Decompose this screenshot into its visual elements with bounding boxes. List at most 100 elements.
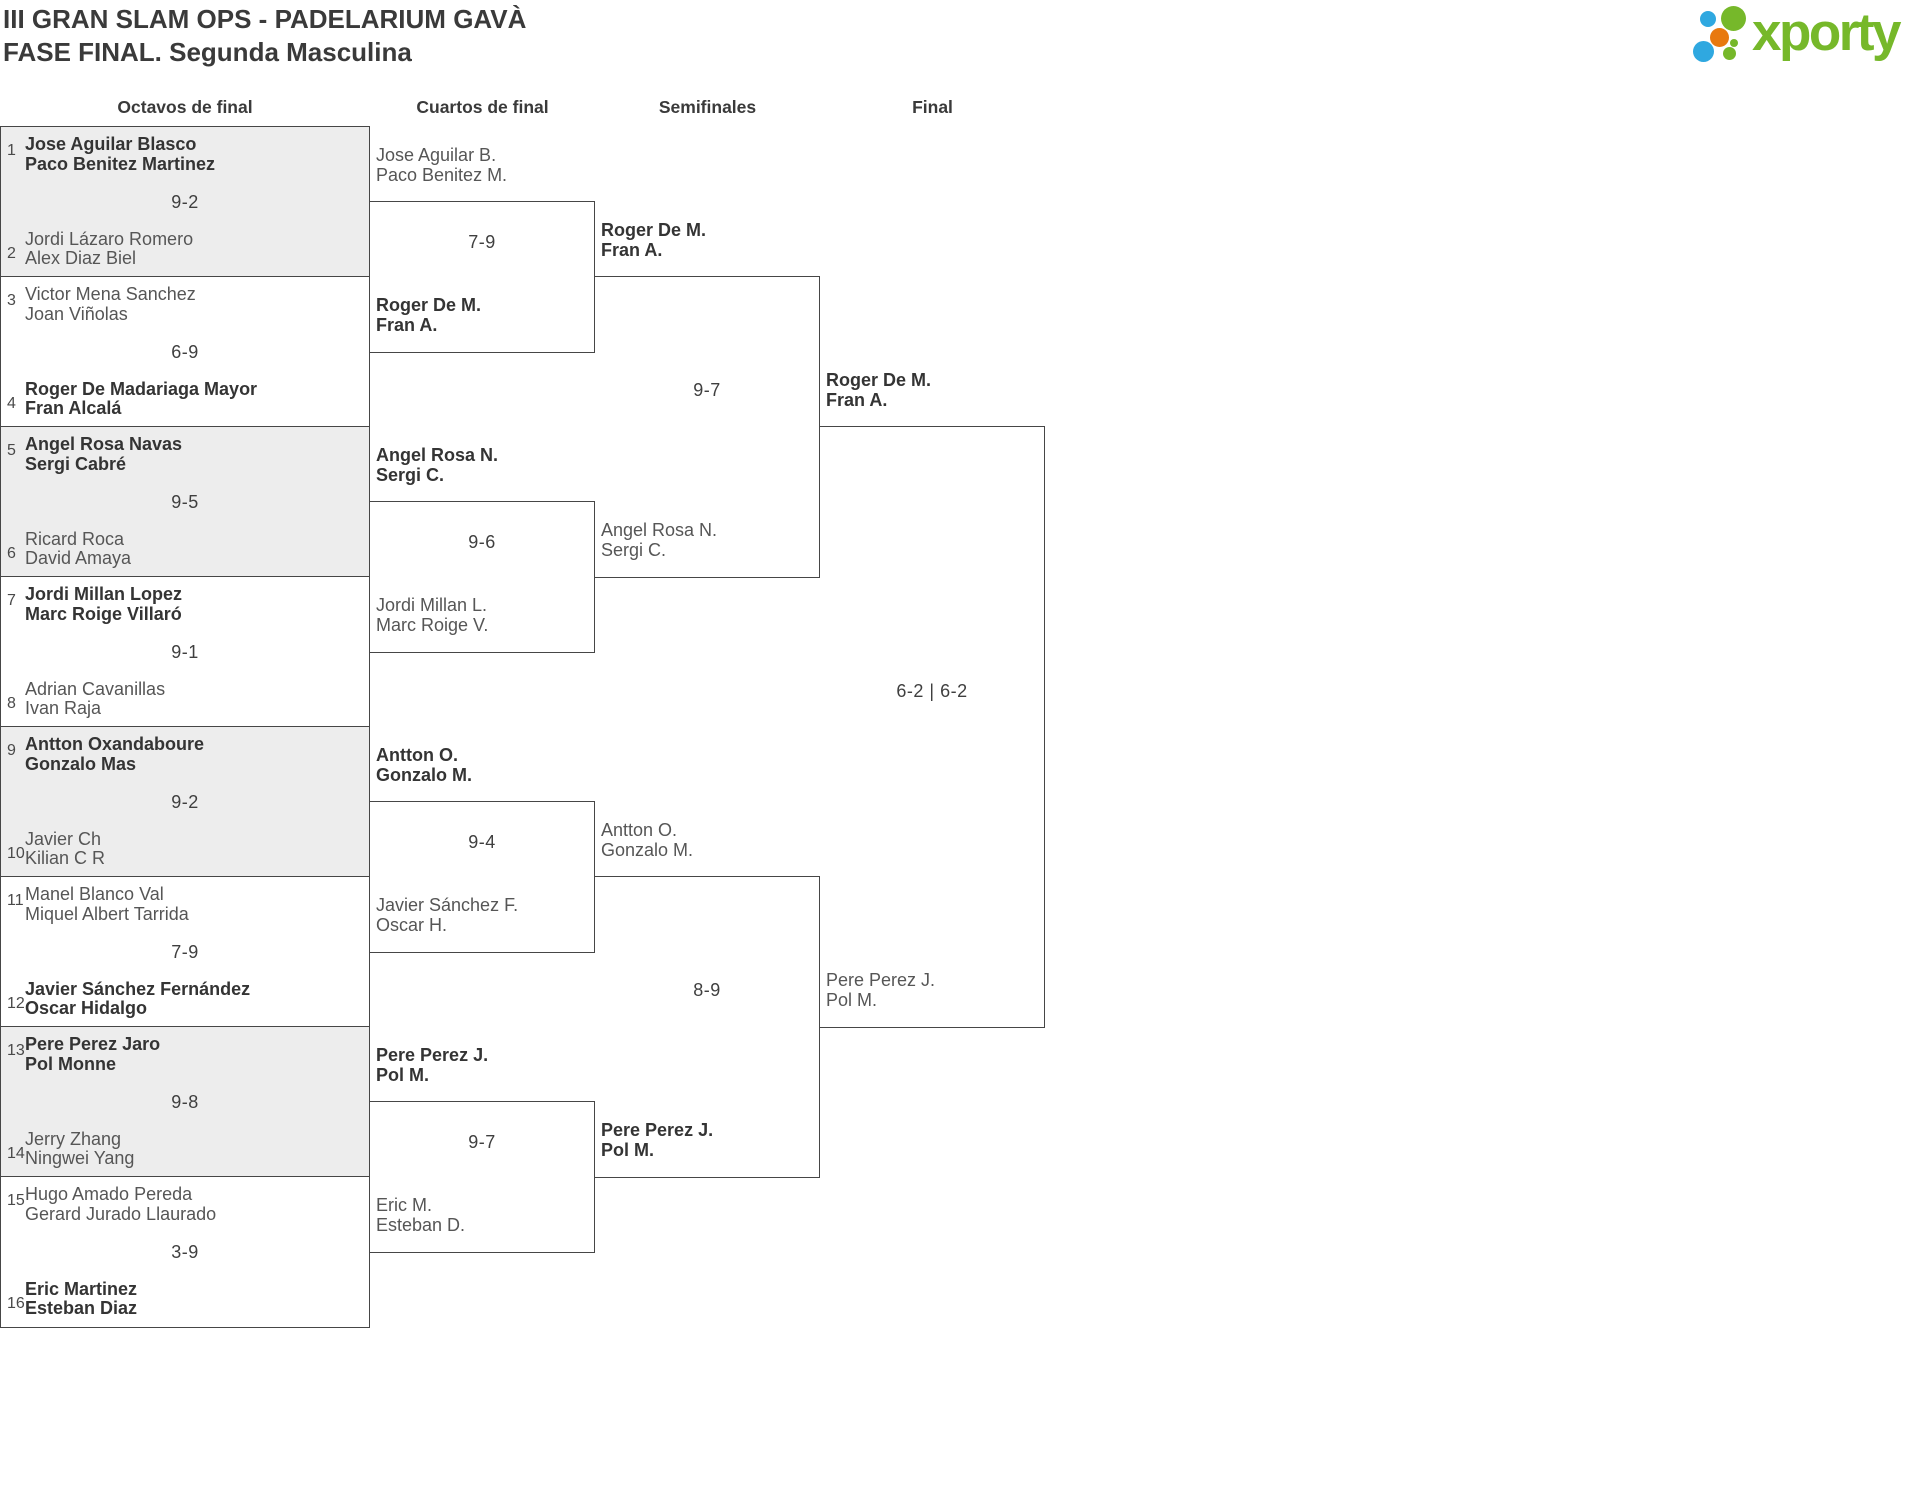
seed-number: 7	[7, 592, 16, 609]
player-name: Pol M.	[601, 1139, 654, 1160]
logo-dot-green-tiny	[1730, 39, 1738, 47]
seed-number: 2	[7, 244, 16, 262]
match-score: 9-7	[693, 380, 721, 400]
player-name: Jerry Zhang	[25, 1128, 122, 1149]
team-pair: Pere Perez Jaro Pol Monne	[25, 1034, 161, 1074]
player-name: Eric M.	[376, 1195, 432, 1215]
match-score: 6-9	[171, 342, 199, 362]
player-name: Miquel Albert Tarrida	[25, 903, 189, 924]
player-name: Jordi Lázaro Romero	[25, 228, 194, 249]
seed-number: 16	[7, 1294, 25, 1312]
player-name: Jose Aguilar B.	[376, 145, 497, 165]
player-name: Antton Oxandaboure	[25, 734, 204, 754]
seed-number: 6	[7, 544, 16, 562]
player-name: Fran A.	[376, 314, 438, 335]
player-name: Angel Rosa N.	[601, 520, 718, 540]
round-header-octavos: Octavos de final	[117, 97, 253, 117]
qf-match-1: Jose Aguilar B. Paco Benitez M. 7-9 Roge…	[370, 145, 595, 353]
team-pair: Javier Sánchez Fernández Oscar Hidalgo	[25, 978, 251, 1019]
player-name: Sergi C.	[376, 464, 445, 485]
player-name: Pere Perez J.	[376, 1045, 489, 1065]
team-pair: Jerry Zhang Ningwei Yang	[25, 1128, 135, 1169]
match-score: 9-5	[171, 492, 199, 512]
team-pair: Antton O. Gonzalo M.	[601, 820, 817, 860]
r16-match-6: 11 Manel Blanco Val Miquel Albert Tarrid…	[0, 876, 370, 1028]
r16-match-2: 3 Victor Mena Sanchez Joan Viñolas 6-9 R…	[0, 276, 370, 428]
logo-dot-blue-small	[1700, 11, 1716, 27]
r16-match-8: 15 Hugo Amado Pereda Gerard Jurado Llaur…	[0, 1176, 370, 1328]
seed-number: 8	[7, 694, 16, 712]
logo-dot-orange	[1710, 28, 1729, 47]
player-name: Fran Alcalá	[25, 398, 122, 418]
team-pair: Antton Oxandaboure Gonzalo Mas	[25, 734, 204, 774]
player-name: Angel Rosa N.	[376, 445, 499, 465]
round-header-final: Final	[912, 97, 953, 117]
player-name: Eric Martinez	[25, 1278, 138, 1299]
qf-match-3: Antton O. Gonzalo M. 9-4 Javier Sánchez …	[370, 745, 595, 953]
team-pair: Pere Perez J. Pol M.	[826, 970, 1042, 1010]
logo-dot-green-large	[1721, 6, 1746, 31]
player-name: David Amaya	[25, 548, 132, 568]
r16-match-7: 13 Pere Perez Jaro Pol Monne 9-8 Jerry Z…	[0, 1026, 370, 1178]
player-name: Gonzalo Mas	[25, 753, 137, 774]
logo-dot-green-small	[1723, 47, 1736, 60]
player-name: Gonzalo M.	[601, 839, 694, 860]
team-pair: Ricard Roca David Amaya	[25, 528, 132, 569]
player-name: Pol M.	[826, 989, 878, 1010]
team-pair: Roger De M. Fran A.	[376, 295, 592, 335]
team-pair: Victor Mena Sanchez Joan Viñolas	[25, 284, 196, 324]
team-pair: Javier Ch Kilian C R	[25, 828, 105, 869]
team-pair: Pere Perez J. Pol M.	[376, 1045, 592, 1085]
player-name: Ivan Raja	[25, 698, 102, 718]
player-name: Roger De M.	[376, 295, 482, 315]
match-score: 9-2	[171, 792, 199, 812]
player-name: Pol M.	[376, 1064, 429, 1085]
player-name: Javier Ch	[25, 828, 102, 849]
player-name: Oscar Hidalgo	[25, 998, 148, 1018]
team-pair: Javier Sánchez F. Oscar H.	[376, 895, 592, 935]
seed-number: 13	[7, 1042, 25, 1059]
team-pair: Antton O. Gonzalo M.	[376, 745, 592, 785]
player-name: Ningwei Yang	[25, 1148, 135, 1168]
match-score: 9-6	[468, 532, 496, 552]
player-name: Sergi Cabré	[25, 453, 127, 474]
player-name: Jordi Millan Lopez	[25, 584, 183, 604]
player-name: Paco Benitez Martinez	[25, 153, 216, 174]
final-match: Roger De M. Fran A. 6-2 | 6-2 Pere Perez…	[820, 370, 1045, 1028]
team-pair: Jose Aguilar B. Paco Benitez M.	[376, 145, 592, 185]
player-name: Angel Rosa Navas	[25, 434, 183, 454]
r16-match-4: 7 Jordi Millan Lopez Marc Roige Villaró …	[0, 576, 370, 728]
seed-number: 3	[7, 292, 16, 309]
logo-wordmark: xporty	[1752, 3, 1901, 62]
match-score: 3-9	[171, 1242, 199, 1262]
player-name: Joan Viñolas	[25, 303, 128, 324]
team-pair: Jordi Millan L. Marc Roige V.	[376, 595, 592, 635]
team-pair: Angel Rosa N. Sergi C.	[376, 445, 592, 485]
player-name: Fran A.	[826, 389, 888, 410]
seed-number: 14	[7, 1144, 25, 1162]
player-name: Pere Perez J.	[601, 1120, 714, 1140]
team-pair: Roger De M. Fran A.	[601, 220, 817, 260]
match-score: 7-9	[171, 942, 199, 962]
seed-number: 1	[7, 142, 16, 159]
player-name: Pere Perez Jaro	[25, 1034, 161, 1054]
match-score: 9-4	[468, 832, 496, 852]
team-pair: Hugo Amado Pereda Gerard Jurado Llaurado	[25, 1184, 216, 1224]
match-score: 9-1	[171, 642, 199, 662]
r16-match-1: 1 Jose Aguilar Blasco Paco Benitez Marti…	[0, 126, 370, 278]
player-name: Alex Diaz Biel	[25, 248, 137, 268]
player-name: Ricard Roca	[25, 528, 125, 549]
player-name: Antton O.	[376, 745, 458, 765]
player-name: Pere Perez J.	[826, 970, 936, 990]
team-pair: Eric Martinez Esteban Diaz	[25, 1278, 138, 1319]
team-pair: Angel Rosa N. Sergi C.	[601, 520, 817, 560]
match-score: 9-2	[171, 192, 199, 212]
seed-number: 12	[7, 994, 25, 1012]
team-pair: Eric M. Esteban D.	[376, 1195, 592, 1235]
team-pair: Roger De Madariaga Mayor Fran Alcalá	[25, 379, 257, 419]
player-name: Oscar H.	[376, 914, 448, 935]
r16-match-5: 9 Antton Oxandaboure Gonzalo Mas 9-2 Jav…	[0, 726, 370, 878]
player-name: Hugo Amado Pereda	[25, 1184, 193, 1204]
player-name: Javier Sánchez Fernández	[25, 978, 251, 999]
xporty-logo: xporty	[1690, 0, 1920, 78]
